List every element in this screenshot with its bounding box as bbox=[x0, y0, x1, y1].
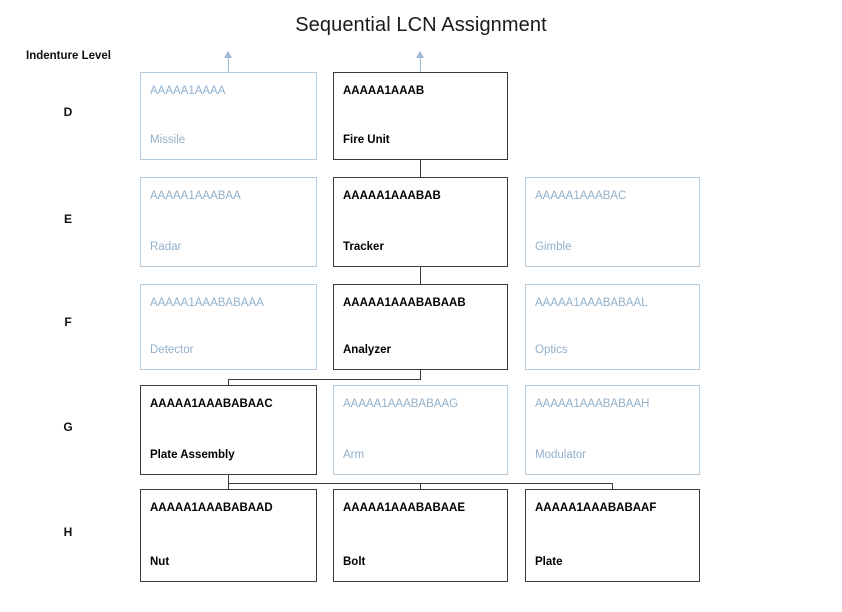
node-nut-lcn: AAAAA1AAABABAAD bbox=[150, 502, 273, 514]
node-analyzer-name: Analyzer bbox=[343, 344, 391, 356]
up-arrow-head-fireunit bbox=[416, 51, 424, 58]
level-label-h: H bbox=[63, 525, 73, 539]
edge-plateassembly-plate bbox=[612, 483, 614, 490]
node-plate-lcn: AAAAA1AAABABAAF bbox=[535, 502, 657, 514]
node-plate-name: Plate bbox=[535, 556, 563, 568]
node-analyzer-lcn: AAAAA1AAABABAAB bbox=[343, 297, 466, 309]
node-optics[interactable]: AAAAA1AAABABAAL Optics bbox=[525, 284, 700, 370]
edge-plateassembly-bolt bbox=[420, 483, 422, 490]
page-title: Sequential LCN Assignment bbox=[295, 14, 547, 36]
node-missile[interactable]: AAAAA1AAAA Missile bbox=[140, 72, 317, 160]
node-optics-lcn: AAAAA1AAABABAAL bbox=[535, 297, 648, 309]
node-radar-name: Radar bbox=[150, 241, 182, 253]
edge-fireunit-tracker bbox=[420, 160, 422, 177]
edge-plateassembly-bus-stub bbox=[228, 474, 230, 485]
node-tracker-lcn: AAAAA1AAABAB bbox=[343, 190, 441, 202]
node-nut-name: Nut bbox=[150, 556, 170, 568]
node-missile-lcn: AAAAA1AAAA bbox=[150, 85, 226, 97]
node-bolt-lcn: AAAAA1AAABABAAE bbox=[343, 502, 466, 514]
node-arm-lcn: AAAAA1AAABABAAG bbox=[343, 398, 459, 410]
node-modulator-lcn: AAAAA1AAABABAAH bbox=[535, 398, 650, 410]
node-detector-name: Detector bbox=[150, 344, 194, 356]
node-tracker[interactable]: AAAAA1AAABAB Tracker bbox=[333, 177, 508, 267]
node-plate-assembly-lcn: AAAAA1AAABABAAC bbox=[150, 398, 273, 410]
node-nut[interactable]: AAAAA1AAABABAAD Nut bbox=[140, 489, 317, 582]
node-radar[interactable]: AAAAA1AAABAA Radar bbox=[140, 177, 317, 267]
node-gimble-lcn: AAAAA1AAABAC bbox=[535, 190, 627, 202]
node-analyzer[interactable]: AAAAA1AAABABAAB Analyzer bbox=[333, 284, 508, 370]
node-gimble-name: Gimble bbox=[535, 241, 572, 253]
edge-analyzer-plateassembly-bus bbox=[228, 379, 421, 381]
level-label-f: F bbox=[64, 315, 72, 329]
node-arm[interactable]: AAAAA1AAABABAAG Arm bbox=[333, 385, 508, 475]
level-label-d: D bbox=[63, 105, 73, 119]
level-label-g: G bbox=[63, 420, 73, 434]
node-detector-lcn: AAAAA1AAABABAAA bbox=[150, 297, 264, 309]
node-bolt[interactable]: AAAAA1AAABABAAE Bolt bbox=[333, 489, 508, 582]
node-bolt-name: Bolt bbox=[343, 556, 366, 568]
level-label-e: E bbox=[63, 212, 72, 226]
node-fire-unit-lcn: AAAAA1AAAB bbox=[343, 85, 425, 97]
indenture-level-header: Indenture Level bbox=[26, 50, 111, 62]
up-arrow-head-missile bbox=[224, 51, 232, 58]
node-tracker-name: Tracker bbox=[343, 241, 384, 253]
node-modulator[interactable]: AAAAA1AAABABAAH Modulator bbox=[525, 385, 700, 475]
node-missile-name: Missile bbox=[150, 134, 186, 146]
node-plate[interactable]: AAAAA1AAABABAAF Plate bbox=[525, 489, 700, 582]
node-plate-assembly[interactable]: AAAAA1AAABABAAC Plate Assembly bbox=[140, 385, 317, 475]
edge-plateassembly-nut bbox=[228, 483, 230, 490]
edge-analyzer-plateassembly-stub bbox=[420, 369, 422, 380]
up-arrow-line-fireunit bbox=[420, 57, 422, 72]
node-radar-lcn: AAAAA1AAABAA bbox=[150, 190, 241, 202]
up-arrow-line-missile bbox=[228, 57, 230, 72]
edge-analyzer-plateassembly-drop bbox=[228, 379, 230, 385]
node-optics-name: Optics bbox=[535, 344, 568, 356]
node-fire-unit[interactable]: AAAAA1AAAB Fire Unit bbox=[333, 72, 508, 160]
node-detector[interactable]: AAAAA1AAABABAAA Detector bbox=[140, 284, 317, 370]
node-fire-unit-name: Fire Unit bbox=[343, 134, 390, 146]
node-arm-name: Arm bbox=[343, 449, 365, 461]
node-gimble[interactable]: AAAAA1AAABAC Gimble bbox=[525, 177, 700, 267]
node-modulator-name: Modulator bbox=[535, 449, 587, 461]
node-plate-assembly-name: Plate Assembly bbox=[150, 449, 235, 461]
edge-tracker-analyzer bbox=[420, 267, 422, 284]
